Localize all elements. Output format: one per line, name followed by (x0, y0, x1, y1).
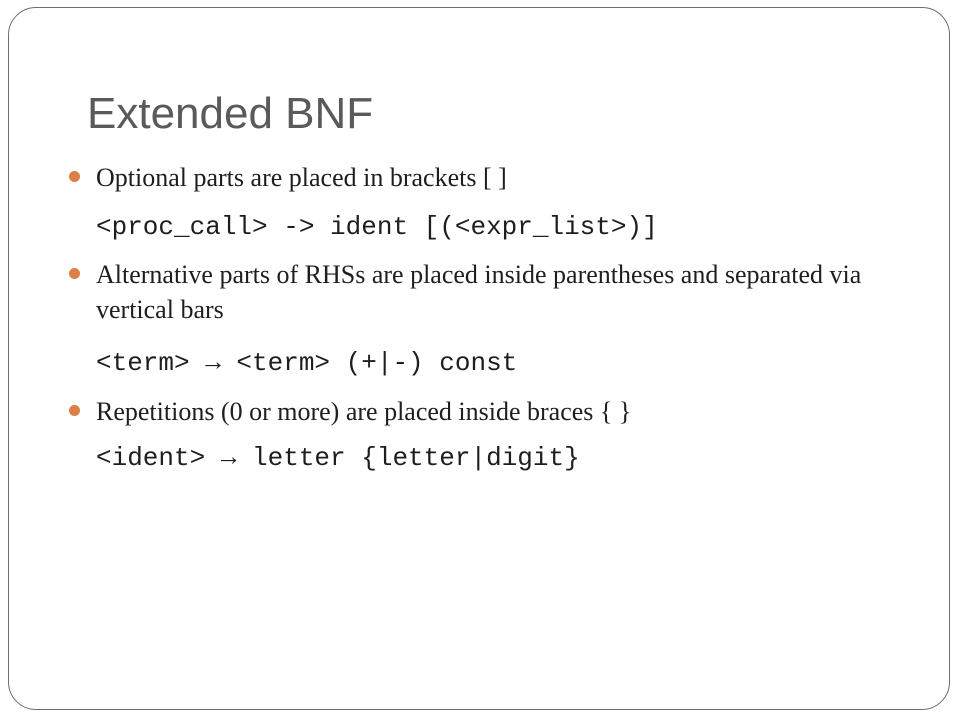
bullet-dot-1 (69, 171, 80, 182)
bullet-alternative-parts: Alternative parts of RHSs are placed ins… (96, 260, 862, 324)
code-proc-call: <proc_call> -> ident [(<expr_list>)] (96, 212, 658, 242)
bullet-optional-parts: Optional parts are placed in brackets [ … (96, 163, 507, 192)
slide-frame: Extended BNF (8, 7, 950, 710)
code-term: <term> → <term> (+|-) const (96, 348, 518, 378)
bullet-dot-2 (69, 268, 80, 279)
bullet-repetitions: Repetitions (0 or more) are placed insid… (96, 397, 632, 426)
code-ident: <ident> → letter {letter|digit} (96, 443, 580, 473)
slide-title: Extended BNF (87, 89, 374, 138)
bullet-dot-3 (69, 405, 80, 416)
